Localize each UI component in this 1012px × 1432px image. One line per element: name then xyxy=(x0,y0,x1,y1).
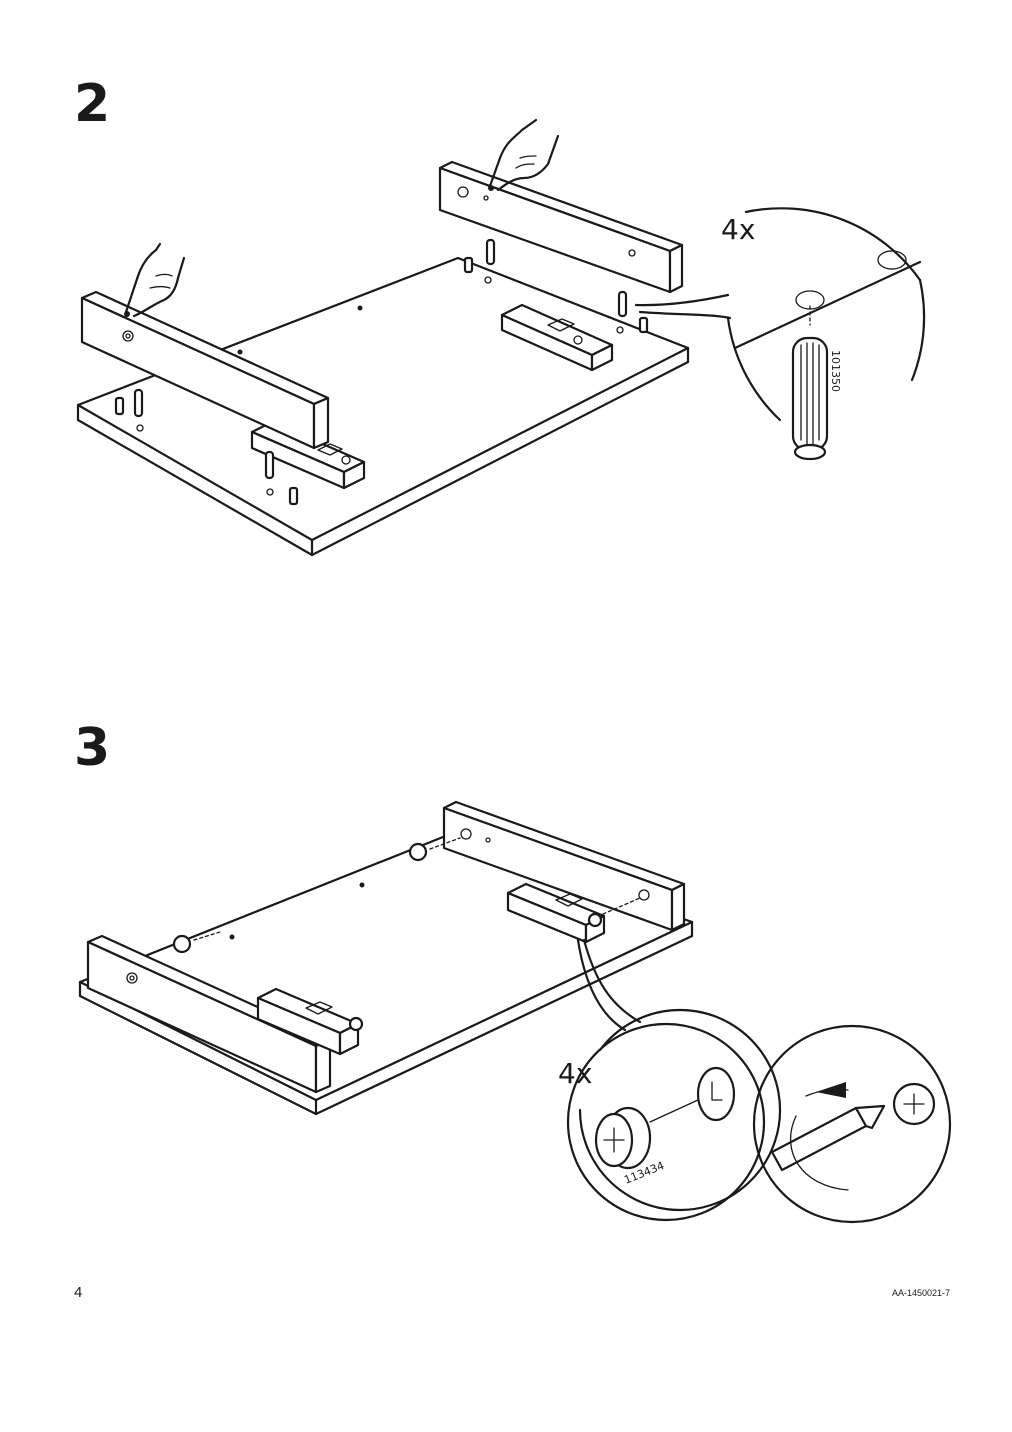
cam-lock-icon xyxy=(894,1084,934,1124)
rail-icon xyxy=(82,292,328,448)
cam-bolt-icon xyxy=(116,258,647,504)
cam-block-icon xyxy=(258,989,362,1054)
cam-block-icon xyxy=(508,884,604,942)
flathead-screwdriver-icon xyxy=(772,1106,884,1170)
step-2-number: 2 xyxy=(74,74,111,134)
cam-bolt-icon xyxy=(698,1068,734,1120)
step-3-tool-callout xyxy=(754,1026,950,1222)
cam-block-icon xyxy=(252,422,364,488)
step-2-callout xyxy=(636,208,924,459)
document-id: AA-1450021-7 xyxy=(891,1288,950,1298)
page-number: 4 xyxy=(74,1284,83,1301)
part-number-101350: 101350 xyxy=(829,350,842,392)
hand-press-icon xyxy=(124,244,184,317)
dowel-icon xyxy=(793,338,827,459)
rail-icon xyxy=(440,162,682,292)
step-3-quantity: 4x xyxy=(558,1057,593,1090)
dowel-icon xyxy=(135,240,626,478)
cam-lock-icon xyxy=(596,1100,698,1168)
step-3-number: 3 xyxy=(74,718,111,778)
step-3-callout xyxy=(568,940,780,1220)
cam-block-icon xyxy=(502,305,612,370)
step-2-quantity: 4x xyxy=(721,213,756,246)
hand-press-icon xyxy=(488,120,558,191)
cam-lock-icon xyxy=(174,838,640,952)
rail-icon xyxy=(444,802,684,930)
panel-icon xyxy=(78,258,688,555)
